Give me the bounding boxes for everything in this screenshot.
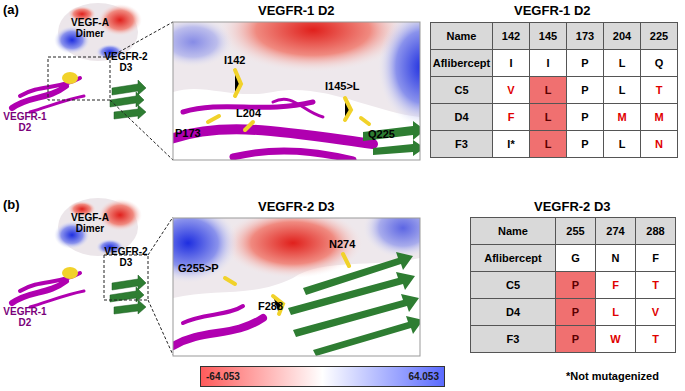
table-cell: 142 <box>492 22 530 50</box>
table-cell: L <box>529 130 567 158</box>
table-cell: F3 <box>430 130 493 158</box>
table-cell: P <box>566 103 604 131</box>
table-cell: F <box>492 103 530 131</box>
domain-label: VEGFR-2 D3 <box>102 247 150 268</box>
table-heading: VEGFR-1 D2 <box>514 3 591 18</box>
table-cell: N <box>640 130 678 158</box>
table-cell: T <box>640 76 678 104</box>
color-scale-bar: -64.053 64.053 <box>200 366 445 387</box>
residue-label: I142 <box>224 54 245 66</box>
table-cell: Aflibercept <box>430 49 493 77</box>
domain-label: VEGFR-2 D3 <box>102 52 150 73</box>
table-cell: 274 <box>595 217 636 245</box>
table-cell: L <box>529 76 567 104</box>
scale-value: -64.053 <box>206 371 240 382</box>
panel-heading: VEGFR-1 D2 <box>258 3 335 18</box>
residue-label: Q225 <box>368 128 395 140</box>
table-cell: Q <box>640 49 678 77</box>
table-cell: F3 <box>470 325 556 353</box>
table-cell: P <box>566 76 604 104</box>
table-cell: Name <box>470 217 556 245</box>
table-cell: P <box>566 49 604 77</box>
table-cell: F <box>635 244 676 272</box>
table-cell: Aflibercept <box>470 244 556 272</box>
domain-label: VEGFR-1 D2 <box>2 112 48 133</box>
table-cell: I* <box>492 130 530 158</box>
protein-label: VEGF-A Dimer <box>66 18 114 39</box>
table-cell: L <box>603 76 641 104</box>
table-cell: I <box>492 49 530 77</box>
table-cell: 288 <box>635 217 676 245</box>
table-cell: D4 <box>430 103 493 131</box>
panel-heading: VEGFR-2 D3 <box>258 199 335 214</box>
table-cell: L <box>603 49 641 77</box>
residue-label: P173 <box>175 127 201 139</box>
panel-label: (a) <box>3 2 19 17</box>
table-cell: 204 <box>603 22 641 50</box>
table-cell: 173 <box>566 22 604 50</box>
table-cell: P <box>555 298 596 326</box>
residue-label: L204 <box>236 107 261 119</box>
table-cell: F <box>595 271 636 299</box>
table-cell: T <box>635 271 676 299</box>
table-cell: L <box>595 298 636 326</box>
table-cell: 255 <box>555 217 596 245</box>
table-cell: 145 <box>529 22 567 50</box>
panel-label: (b) <box>3 197 20 212</box>
table-cell: Name <box>430 22 493 50</box>
table-cell: V <box>492 76 530 104</box>
scale-value: 64.053 <box>408 371 439 382</box>
table-cell: M <box>603 103 641 131</box>
table-cell: L <box>529 103 567 131</box>
table-cell: V <box>635 298 676 326</box>
table-cell: P <box>555 325 596 353</box>
table-cell: 225 <box>640 22 678 50</box>
residue-label: F288 <box>258 300 283 312</box>
footnote: *Not mutagenized <box>566 370 659 382</box>
residue-label: N274 <box>329 238 355 250</box>
table-cell: C5 <box>470 271 556 299</box>
table-cell: T <box>635 325 676 353</box>
table-heading: VEGFR-2 D3 <box>534 199 611 214</box>
table-cell: N <box>595 244 636 272</box>
residue-label: I145>L <box>325 80 360 92</box>
table-cell: G <box>555 244 596 272</box>
table-cell: L <box>603 130 641 158</box>
table-cell: P <box>566 130 604 158</box>
table-cell: C5 <box>430 76 493 104</box>
table-cell: D4 <box>470 298 556 326</box>
table-cell: I <box>529 49 567 77</box>
table-cell: M <box>640 103 678 131</box>
protein-label: VEGF-A Dimer <box>66 213 114 234</box>
table-cell: P <box>555 271 596 299</box>
table-cell: W <box>595 325 636 353</box>
residue-label: G255>P <box>178 262 219 274</box>
domain-label: VEGFR-1 D2 <box>2 307 48 328</box>
